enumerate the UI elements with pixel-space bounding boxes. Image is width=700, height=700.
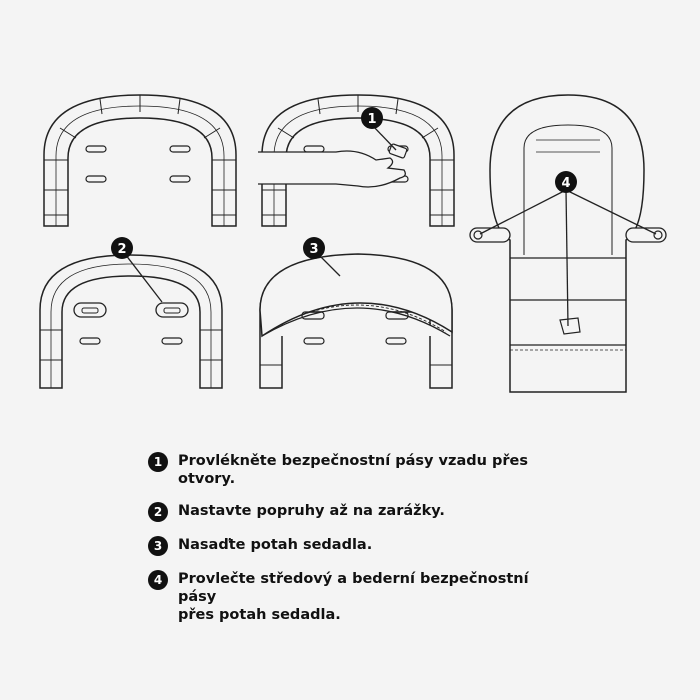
panel-full-cover xyxy=(469,94,667,393)
step-1-line-1: Provlékněte bezpečnostní pásy vzadu přes… xyxy=(178,453,528,487)
step-4-line-1: Provlečte středový a bederní bezpečnostn… xyxy=(178,571,529,605)
callout-3-label: 3 xyxy=(309,242,318,257)
step-3-line-1: Nasaďte potah sedadla. xyxy=(178,537,373,553)
step-4-line-2: přes potah sedadla. xyxy=(178,607,341,623)
step-3: 3 Nasaďte potah sedadla. xyxy=(148,536,568,556)
step-4-number: 4 xyxy=(148,570,168,590)
step-1-number: 1 xyxy=(148,452,168,472)
step-2-text: Nastavte popruhy až na zarážky. xyxy=(178,502,445,520)
step-3-text: Nasaďte potah sedadla. xyxy=(178,536,372,554)
callout-2-label: 2 xyxy=(117,242,126,257)
callout-3: 3 xyxy=(303,237,325,259)
step-1: 1 Provlékněte bezpečnostní pásy vzadu př… xyxy=(148,452,568,488)
hand-icon xyxy=(258,150,406,188)
panel-frame-slots xyxy=(43,94,237,227)
panel-attach-cover xyxy=(259,249,453,389)
step-2-number: 2 xyxy=(148,502,168,522)
step-4-text: Provlečte středový a bederní bezpečnostn… xyxy=(178,570,568,624)
callout-1: 1 xyxy=(361,107,383,129)
callout-1-label: 1 xyxy=(367,112,376,127)
step-4: 4 Provlečte středový a bederní bezpečnos… xyxy=(148,570,568,624)
panel-adjust-straps xyxy=(39,249,223,389)
callout-4-label: 4 xyxy=(561,176,570,191)
instruction-diagram: 1 2 3 4 xyxy=(39,94,667,393)
panel-thread-belts xyxy=(258,94,455,227)
step-2-line-1: Nastavte popruhy až na zarážky. xyxy=(178,503,445,519)
callout-2: 2 xyxy=(111,237,133,259)
instruction-steps: 1 Provlékněte bezpečnostní pásy vzadu př… xyxy=(148,452,568,638)
callout-4: 4 xyxy=(555,171,577,193)
step-3-number: 3 xyxy=(148,536,168,556)
step-1-text: Provlékněte bezpečnostní pásy vzadu přes… xyxy=(178,452,568,488)
step-2: 2 Nastavte popruhy až na zarážky. xyxy=(148,502,568,522)
